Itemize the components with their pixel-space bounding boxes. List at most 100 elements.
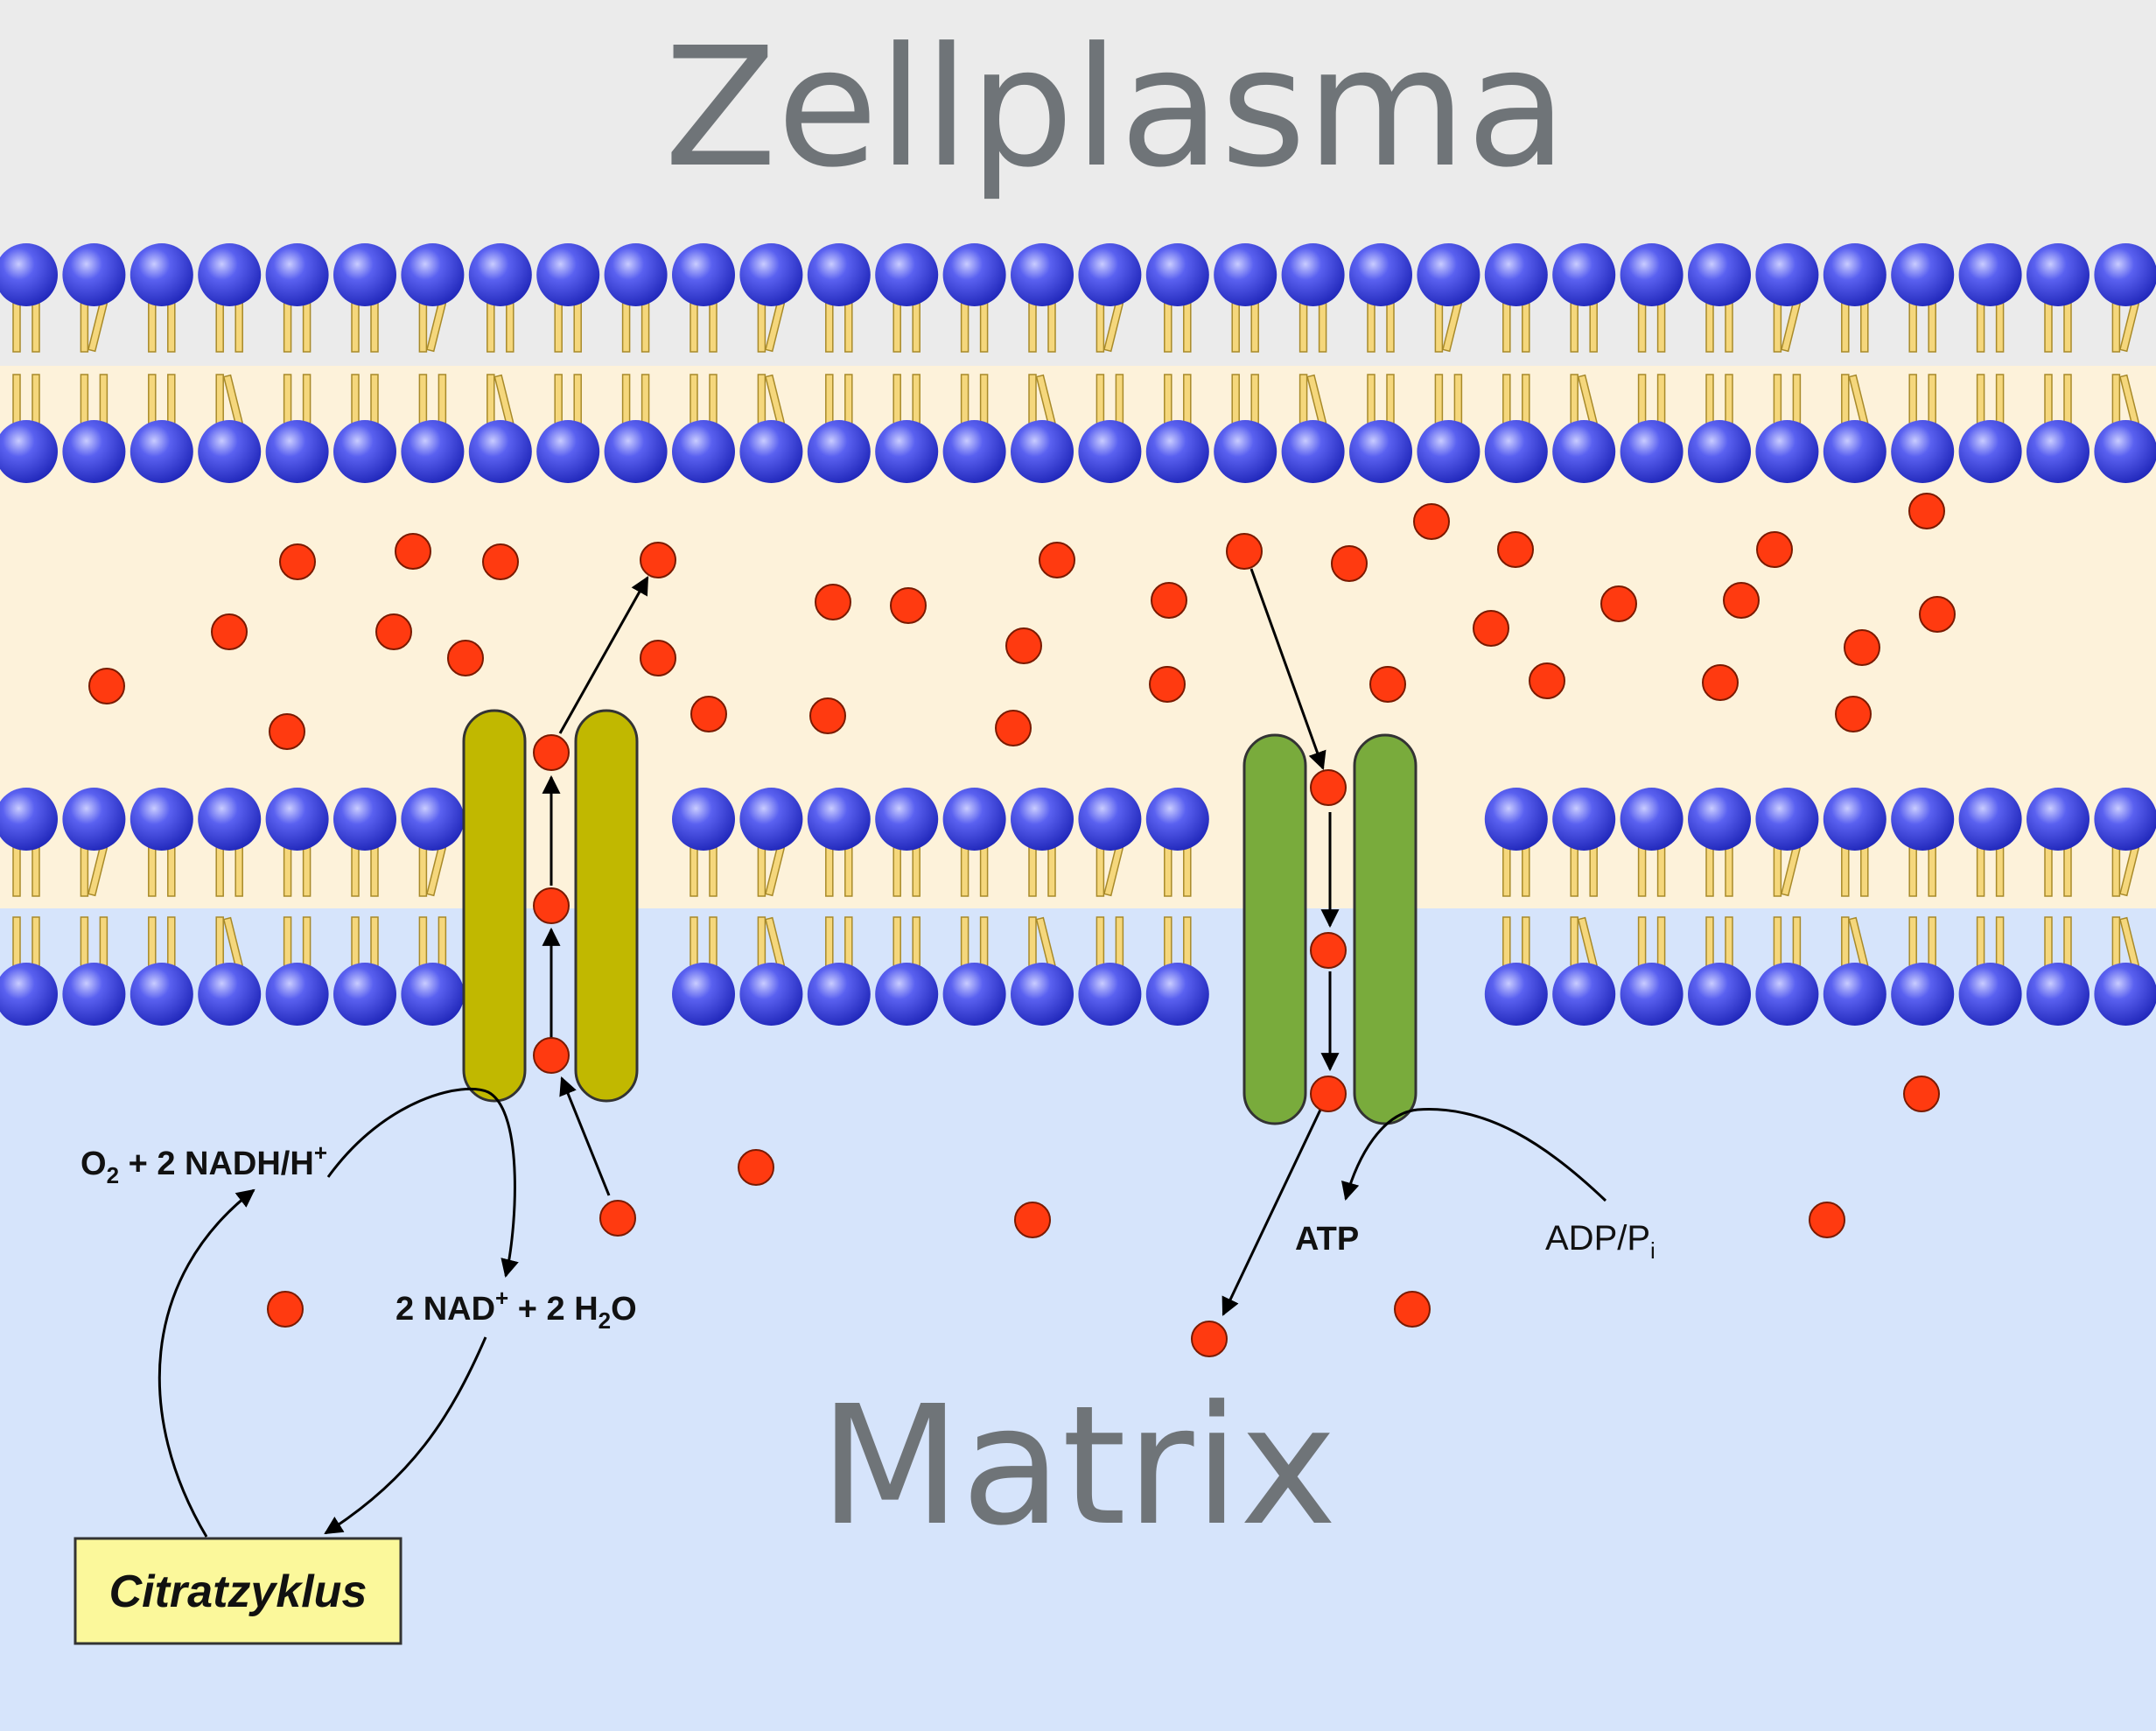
lipid-head <box>807 788 871 851</box>
lipid-head <box>1417 420 1480 483</box>
lipid-tail <box>1928 916 1936 967</box>
lipid-tail <box>573 374 582 424</box>
lipid-tail <box>1318 302 1327 353</box>
lipid-tail <box>2044 846 2053 897</box>
lipid-head <box>1552 243 1616 306</box>
lipid-tail <box>1841 846 1850 897</box>
lipid-tail <box>1773 916 1782 967</box>
lipid-tail <box>486 374 495 424</box>
proton-icon <box>1600 585 1637 622</box>
lipid-tail <box>283 916 292 967</box>
proton-icon <box>279 543 316 580</box>
lipid-tail <box>1047 302 1056 353</box>
lipid-tail <box>690 374 698 424</box>
lipid-tail <box>12 916 21 967</box>
lipid-tail <box>1183 916 1192 967</box>
lipid-head <box>62 243 126 306</box>
lipid-head <box>672 243 735 306</box>
lipid-head <box>942 963 1006 1026</box>
lipid-tail <box>1028 846 1037 897</box>
pump-right-subunit <box>574 709 639 1103</box>
lipid-tail <box>1725 916 1733 967</box>
lipid-head <box>1078 243 1142 306</box>
lipid-tail <box>844 916 853 967</box>
lipid-tail <box>709 846 718 897</box>
lipid-tail <box>892 302 901 353</box>
lipid-tail <box>912 302 920 353</box>
lipid-head <box>1620 963 1684 1026</box>
proton-icon <box>395 533 431 570</box>
lipid-tail <box>825 374 834 424</box>
lipid-tail <box>438 374 447 424</box>
lipid-tail <box>167 302 176 353</box>
citric-cycle-box: Citratzyklus <box>74 1537 402 1645</box>
lipid-head <box>265 963 329 1026</box>
proton-icon <box>640 542 676 578</box>
proton-icon <box>1497 531 1534 568</box>
citric-cycle-frame <box>74 1537 402 1645</box>
lipid-head <box>198 243 262 306</box>
lipid-tail <box>1164 302 1172 353</box>
lipid-tail <box>148 374 157 424</box>
lipid-head <box>1823 420 1886 483</box>
lipid-tail <box>1231 302 1240 353</box>
lipid-head <box>1755 420 1819 483</box>
lipid-tail <box>1656 916 1666 967</box>
lipid-tail <box>486 302 495 353</box>
lipid-head <box>265 788 329 851</box>
lipid-tail <box>912 916 920 967</box>
lipid-tail <box>80 302 89 353</box>
proton-icon <box>1908 493 1945 529</box>
lipid-tail <box>1589 846 1598 897</box>
lipid-head <box>468 243 532 306</box>
lipid-head <box>672 420 735 483</box>
lipid-head <box>1349 420 1412 483</box>
proton-icon <box>1191 1321 1228 1357</box>
lipid-tail <box>283 302 292 353</box>
proton-icon <box>1226 533 1263 570</box>
lipid-tail <box>234 846 243 897</box>
proton-icon <box>1310 932 1347 969</box>
atp-synthase-complex <box>1242 733 1418 1125</box>
lipid-head <box>1755 788 1819 851</box>
outer-membrane <box>0 243 2156 483</box>
lipid-tail <box>1164 374 1172 424</box>
lipid-head <box>0 788 58 851</box>
lipid-head <box>1552 788 1616 851</box>
lipid-head <box>130 420 193 483</box>
lipid-head <box>1417 243 1480 306</box>
proton-icon <box>1809 1202 1845 1238</box>
lipid-head <box>875 420 939 483</box>
proton-icon <box>375 613 412 650</box>
lipid-tail <box>1928 846 1936 897</box>
nad-equation: 2 NAD+ + 2 H2O <box>396 1285 637 1334</box>
lipid-tail <box>1164 916 1172 967</box>
proton-icon <box>1331 545 1368 582</box>
lipid-tail <box>1792 374 1802 424</box>
lipid-tail <box>1115 374 1124 424</box>
lipid-head <box>2094 243 2156 306</box>
lipid-head <box>942 788 1006 851</box>
lipid-tail <box>283 374 292 424</box>
proton-icon <box>1413 503 1450 540</box>
membranes <box>0 243 2156 1026</box>
lipid-tail <box>1298 302 1308 353</box>
lipid-tail <box>757 302 766 353</box>
lipid-tail <box>1725 846 1733 897</box>
pump-arrow-3 <box>558 576 649 734</box>
lipid-tail <box>1096 846 1105 897</box>
lipid-tail <box>825 302 834 353</box>
lipid-tail <box>640 302 650 353</box>
lipid-head <box>2094 963 2156 1026</box>
lipid-head <box>875 963 939 1026</box>
lipid-tail <box>892 374 901 424</box>
lipid-tail <box>1522 846 1530 897</box>
lipid-head <box>1145 420 1209 483</box>
lipid-head <box>1145 963 1209 1026</box>
proton-icon <box>1473 610 1509 647</box>
proton-icon <box>1919 596 1956 633</box>
lipid-tail <box>1976 374 1985 424</box>
lipid-head <box>1078 420 1142 483</box>
lipid-tail <box>1705 846 1714 897</box>
